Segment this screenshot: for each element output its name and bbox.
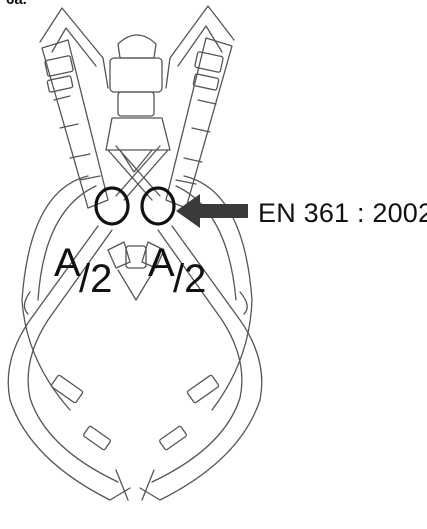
left-sternal-ring	[94, 186, 130, 226]
right-sternal-ring	[140, 186, 176, 226]
anchor-letter: A	[148, 241, 175, 285]
sternal-rings	[94, 186, 176, 226]
body-outline	[21, 175, 253, 411]
arrow-left-icon	[176, 194, 248, 228]
left-front-strap	[41, 39, 109, 209]
central-buckle	[107, 241, 165, 301]
dorsal-plate	[105, 34, 171, 173]
right-leg-loop	[139, 225, 263, 501]
chest-straps	[107, 145, 169, 201]
anchor-point-right: A /2	[148, 243, 228, 303]
anchor-fraction: /2	[79, 257, 113, 301]
left-leg-loop	[7, 225, 131, 501]
figure-label: 6a.	[6, 0, 27, 8]
anchor-letter: A	[54, 241, 81, 285]
anchor-point-left: A /2	[54, 243, 134, 303]
anchor-fraction: /2	[173, 257, 207, 301]
standard-label: EN 361 : 2002	[258, 198, 427, 228]
right-front-strap	[165, 37, 233, 209]
back-straps	[39, 5, 235, 89]
